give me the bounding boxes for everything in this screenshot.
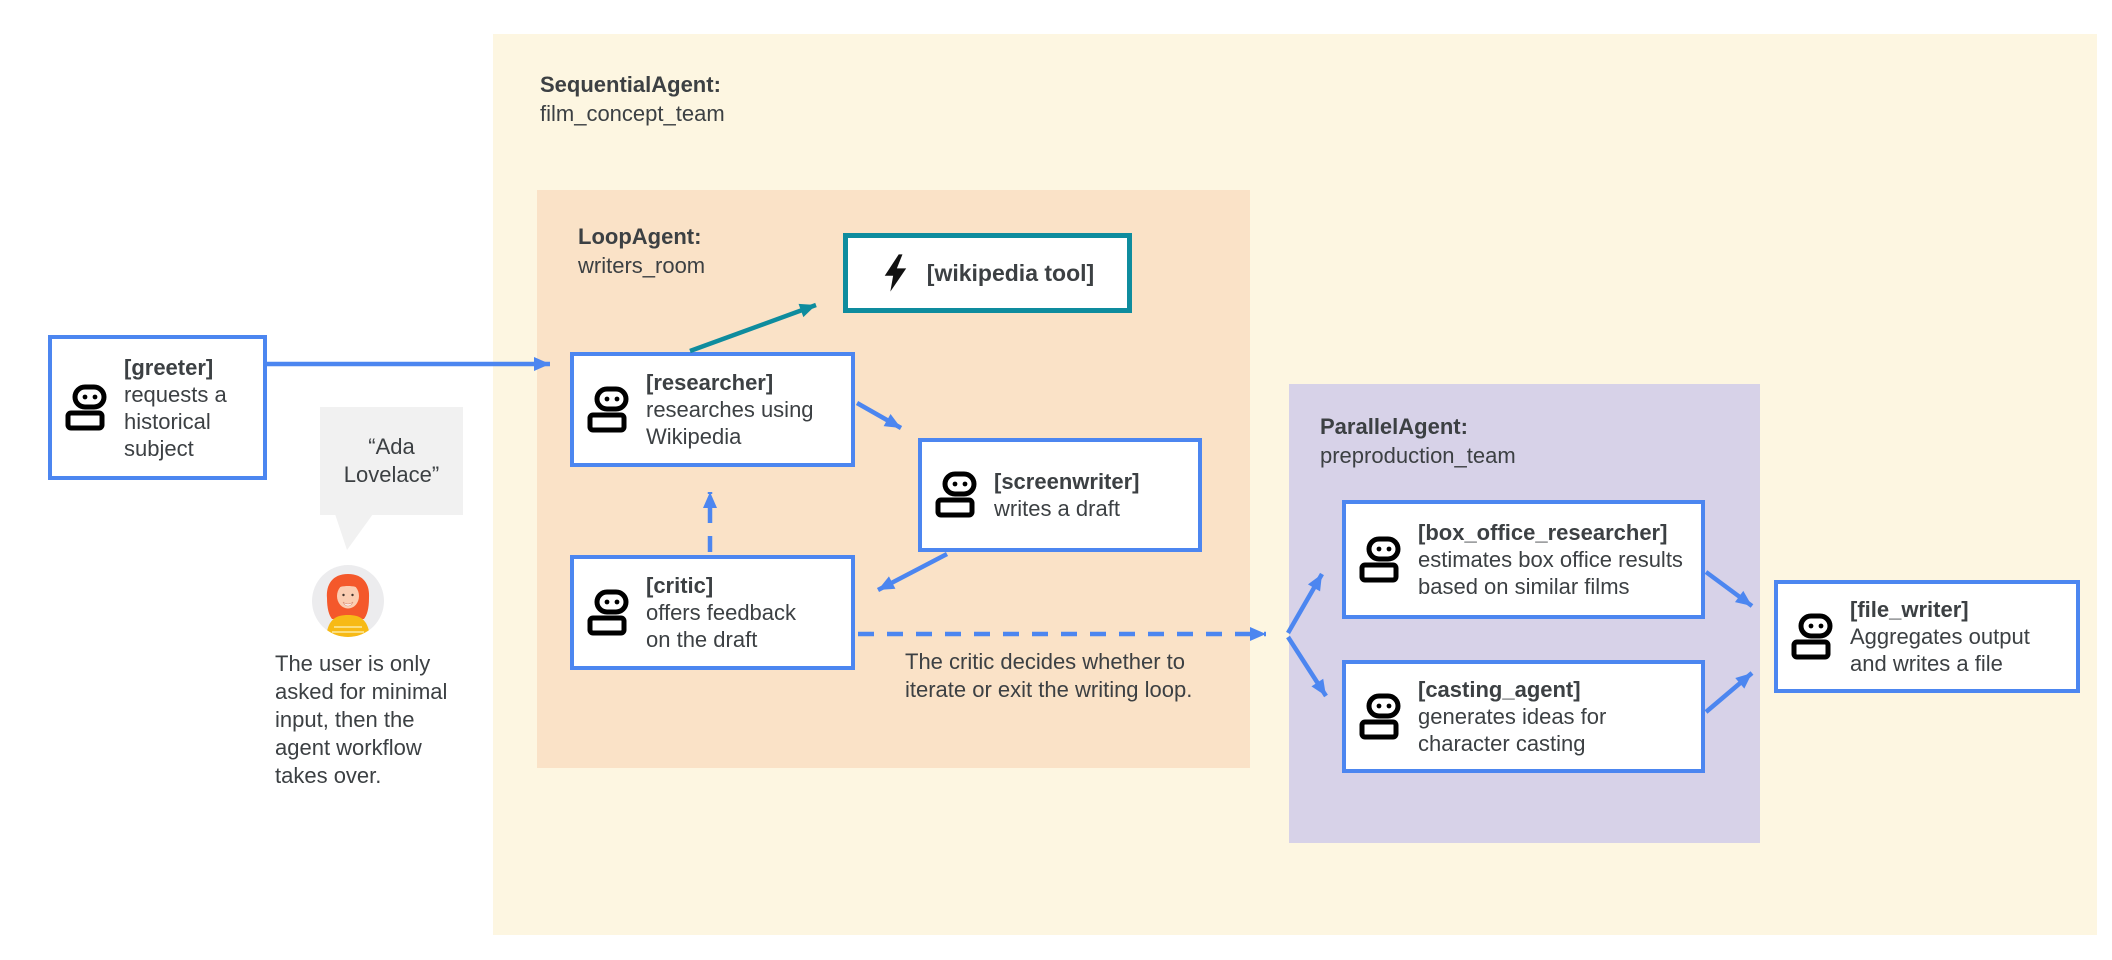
robot-icon <box>934 471 980 519</box>
node-title: [researcher] <box>646 370 774 395</box>
node-description: estimates box office results based on si… <box>1418 547 1683 599</box>
node-title: [critic] <box>646 573 714 598</box>
lightning-icon <box>881 252 909 294</box>
node-title: [file_writer] <box>1850 597 1969 622</box>
loop-agent-label: LoopAgent: writers_room <box>578 222 705 280</box>
group-name: film_concept_team <box>540 101 725 126</box>
robot-icon <box>1358 693 1404 741</box>
node-greeter: [greeter] requests a historical subject <box>48 335 267 480</box>
node-title: [casting_agent] <box>1418 677 1581 702</box>
group-type: SequentialAgent: <box>540 72 721 97</box>
group-name: preproduction_team <box>1320 443 1516 468</box>
speech-bubble-text: “Ada Lovelace” <box>343 434 440 487</box>
node-researcher: [researcher] researches using Wikipedia <box>570 352 855 467</box>
node-title: [wikipedia tool] <box>926 259 1095 286</box>
node-title: [greeter] <box>124 354 214 380</box>
node-description: generates ideas for character casting <box>1418 704 1607 756</box>
node-wikipedia-tool: [wikipedia tool] <box>843 233 1132 313</box>
robot-icon <box>586 589 632 637</box>
node-casting-agent: [casting_agent] generates ideas for char… <box>1342 660 1705 773</box>
group-type: ParallelAgent: <box>1320 414 1468 439</box>
node-description: researches using Wikipedia <box>646 397 814 449</box>
node-box-office-researcher: [box_office_researcher] estimates box of… <box>1342 500 1705 619</box>
node-screenwriter: [screenwriter] writes a draft <box>918 438 1202 552</box>
node-description: requests a historical subject <box>124 381 227 461</box>
group-name: writers_room <box>578 253 706 278</box>
node-description: offers feedback on the draft <box>646 600 797 652</box>
robot-icon <box>1358 536 1404 584</box>
node-description: Aggregates output and writes a file <box>1850 624 2030 676</box>
speech-bubble-tail <box>335 514 373 550</box>
robot-icon <box>64 384 110 432</box>
node-critic: [critic] offers feedback on the draft <box>570 555 855 670</box>
sequential-agent-label: SequentialAgent: film_concept_team <box>540 70 725 128</box>
parallel-agent-label: ParallelAgent: preproduction_team <box>1320 412 1516 470</box>
node-file-writer: [file_writer] Aggregates output and writ… <box>1774 580 2080 693</box>
robot-icon <box>586 386 632 434</box>
speech-bubble: “Ada Lovelace” <box>320 407 463 515</box>
node-title: [box_office_researcher] <box>1418 520 1668 545</box>
user-note: The user is only asked for minimal input… <box>275 651 448 788</box>
group-type: LoopAgent: <box>578 224 702 249</box>
node-title: [screenwriter] <box>994 469 1140 494</box>
loop-exit-note: The critic decides whether to iterate or… <box>905 649 1193 702</box>
user-avatar <box>312 565 384 637</box>
node-description: writes a draft <box>994 496 1120 521</box>
robot-icon <box>1790 613 1836 661</box>
